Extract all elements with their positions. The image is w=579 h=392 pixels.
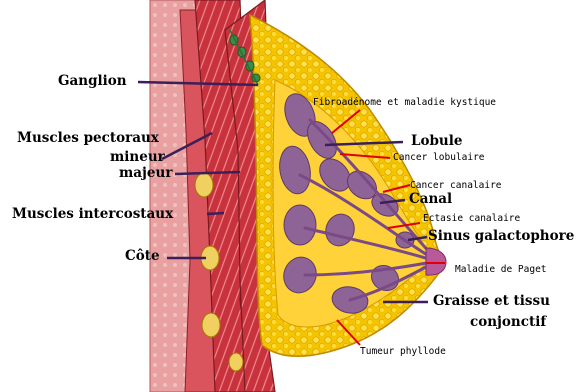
- label-muscles-intercostaux: Muscles intercostaux: [12, 207, 173, 222]
- rib: [195, 173, 213, 197]
- rib: [229, 353, 243, 371]
- label-graisse-et-tissu: Graisse et tissu: [433, 294, 550, 309]
- label-tumeur-phyllode: Tumeur phyllode: [360, 346, 446, 357]
- label-cote: Côte: [125, 249, 160, 264]
- label-ectasie-canalaire: Ectasie canalaire: [423, 213, 520, 224]
- label-majeur: majeur: [119, 166, 172, 181]
- label-muscles-pectoraux: Muscles pectoraux: [17, 131, 159, 146]
- label-canal: Canal: [409, 192, 452, 207]
- label-lobule: Lobule: [411, 134, 462, 149]
- label-conjonctif: conjonctif: [470, 315, 546, 330]
- rib: [202, 313, 220, 337]
- label-cancer-canalaire: Cancer canalaire: [410, 180, 502, 191]
- label-mineur: mineur: [110, 150, 165, 165]
- label-sinus-galactophore: Sinus galactophore: [428, 229, 574, 244]
- label-ganglion: Ganglion: [58, 74, 127, 89]
- label-maladie-de-paget: Maladie de Paget: [455, 264, 547, 275]
- nipple: [426, 248, 446, 275]
- label-cancer-lobulaire: Cancer lobulaire: [393, 152, 485, 163]
- label-fibroadenome: Fibroadénome et maladie kystique: [313, 97, 496, 108]
